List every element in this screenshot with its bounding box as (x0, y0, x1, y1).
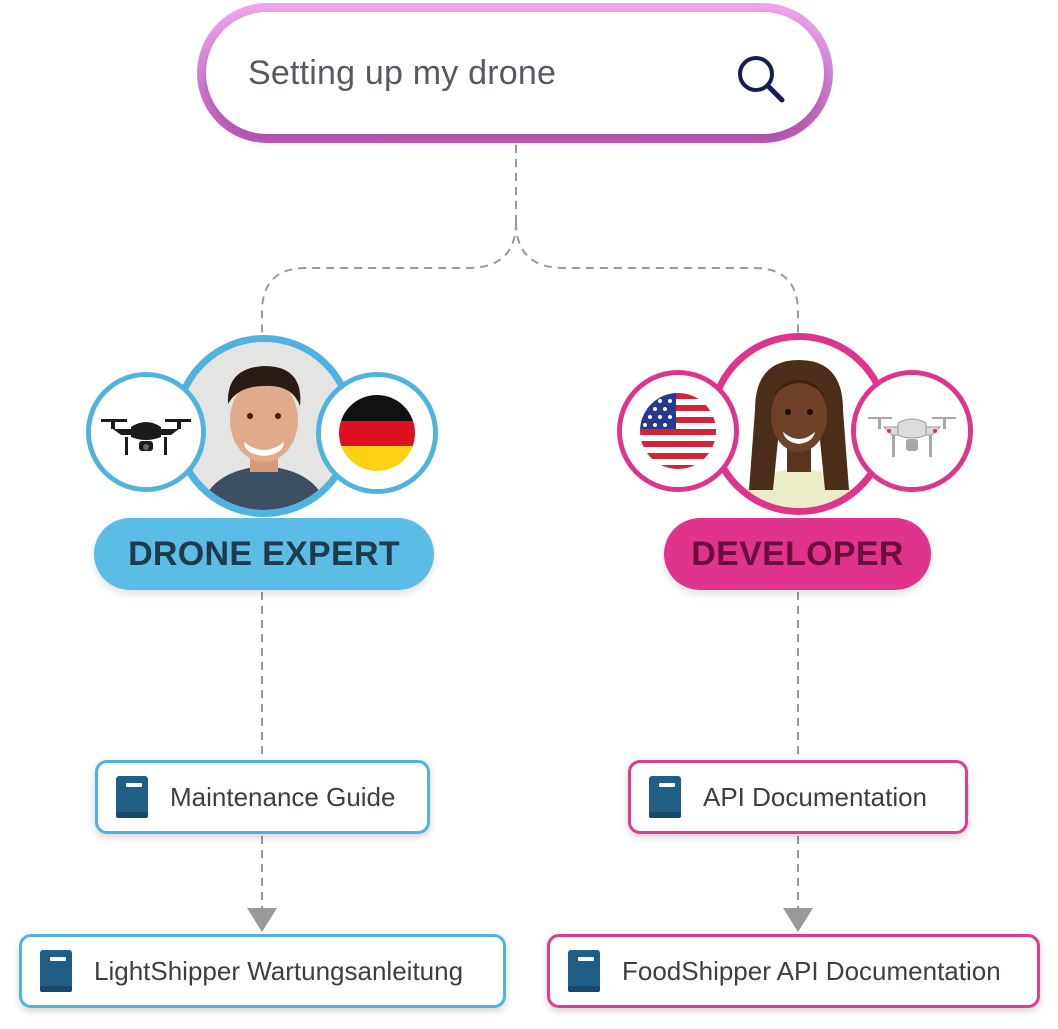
doc-label: LightShipper Wartungsanleitung (94, 955, 464, 986)
arrow-head-developer (783, 908, 813, 932)
white-drone-icon (851, 370, 973, 492)
doc-foodshipper-api-documentation[interactable]: FoodShipper API Documentation (547, 934, 1040, 1008)
role-drone-expert: DRONE EXPERT (94, 518, 434, 590)
doc-maintenance-guide[interactable]: Maintenance Guide (95, 760, 430, 834)
doc-label: FoodShipper API Documentation (622, 955, 1001, 986)
connector-to-developer (515, 221, 799, 340)
connector-to-expert (261, 221, 517, 340)
doc-label: Maintenance Guide (170, 781, 396, 812)
search-bar[interactable]: Setting up my drone (197, 3, 833, 143)
black-drone-icon (86, 372, 206, 492)
usa-flag-icon (617, 370, 739, 492)
germany-flag-icon (316, 372, 438, 494)
search-field[interactable]: Setting up my drone (206, 12, 824, 134)
doc-lightshipper-wartungsanleitung[interactable]: LightShipper Wartungsanleitung (19, 934, 506, 1008)
doc-label: API Documentation (703, 781, 928, 812)
book-icon (40, 950, 72, 992)
book-icon (649, 776, 681, 818)
role-developer: DEVELOPER (664, 518, 931, 590)
book-icon (568, 950, 600, 992)
book-icon (116, 776, 148, 818)
arrow-head-expert (247, 908, 277, 932)
search-icon[interactable] (736, 54, 786, 104)
doc-api-documentation[interactable]: API Documentation (628, 760, 968, 834)
search-query: Setting up my drone (248, 53, 557, 92)
